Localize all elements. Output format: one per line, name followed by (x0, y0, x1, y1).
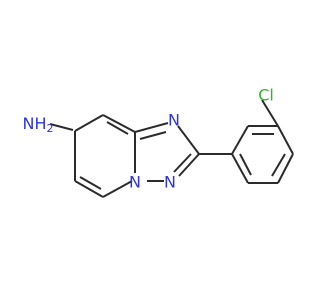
bond-pyridine-5 (74, 180, 104, 198)
bond-lines (49, 99, 294, 198)
bond-amine (49, 123, 74, 131)
bond-triazole-3 (178, 153, 200, 177)
amine-label: NH2 (23, 114, 54, 136)
bond-phenyl-3 (277, 125, 294, 155)
triazole-n-bottom-label: N (164, 173, 176, 192)
bond-pyridine-4 (102, 180, 133, 198)
bond-phenyl-6-inner (239, 153, 252, 176)
bond-phenyl-4 (277, 153, 294, 184)
chemical-structure: NH2 N N N Cl (23, 86, 294, 198)
bond-pyridine-1 (74, 114, 104, 132)
bond-triazole-1 (134, 122, 169, 133)
bond-phenyl-4-inner (271, 153, 286, 177)
chlorine-label: Cl (258, 86, 274, 105)
bond-phenyl-1 (231, 125, 249, 155)
bond-triazole-2 (177, 125, 200, 155)
triazole-n-top-label: N (168, 111, 180, 130)
bond-phenyl-6 (231, 153, 249, 184)
atom-labels: NH2 N N N Cl (23, 86, 274, 192)
bond-pyridine-2-inner (106, 121, 129, 135)
bond-triazole-1-inner (139, 131, 167, 140)
bond-chlorine (261, 99, 279, 127)
bond-pyridine-2 (102, 114, 136, 133)
bridge-n-label: N (129, 173, 141, 192)
bond-triazole-3-inner (173, 153, 192, 173)
bond-pyridine-5-inner (79, 176, 102, 190)
